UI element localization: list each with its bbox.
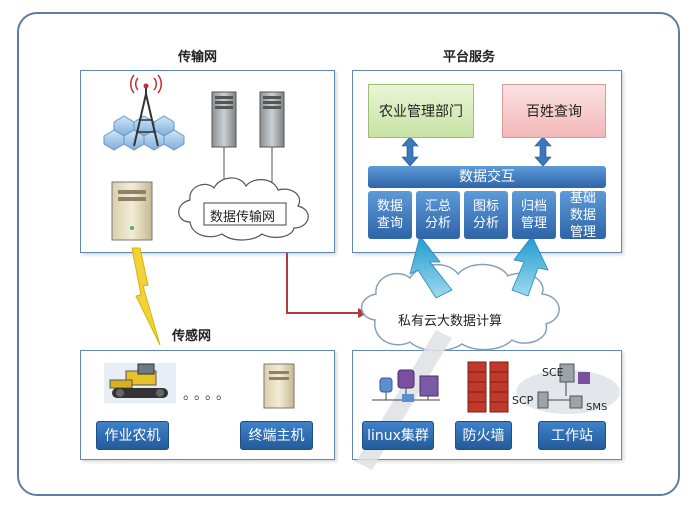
linux-cluster-label: linux集群 [362,421,434,450]
wireless-lightning-icon [131,247,161,346]
title-sensor: 传感网 [172,329,212,344]
sms-label: SMS [586,402,608,413]
title-platform: 平台服务 [443,50,496,65]
function-basic-data-management: 基础数据管理 [560,191,606,240]
double-arrow-right [534,136,552,167]
workstation-icon [516,363,620,414]
public-query-box: 百姓查询 [502,84,606,138]
function-data-query: 数据查询 [368,191,412,239]
transport-cloud-label: 数据传输网 [210,210,276,225]
terminal-host-label: 终端主机 [240,421,313,450]
agri-dept-box: 农业管理部门 [368,84,474,138]
private-cloud [360,263,560,352]
transport-to-cloud-arrow [286,253,358,314]
farm-machine-label: 作业农机 [96,421,169,450]
tractor-icon [104,363,176,403]
function-chart-analysis: 图标分析 [464,191,508,239]
terminal-host-icon [263,363,295,409]
double-arrow-left [401,136,419,167]
firewall-label: 防火墙 [455,421,512,450]
sce-label: SCE [542,366,564,379]
function-archive-management: 归档管理 [512,191,556,239]
server-icon [259,91,285,148]
scp-label: SCP [512,394,534,407]
private-cloud-label: 私有云大数据计算 [398,314,503,329]
cloud-to-platform-arrow-right [511,235,549,297]
firewall-icon [467,361,509,413]
linux-cluster-icon [372,369,440,402]
computer-tower-icon [111,181,153,241]
function-summary-analysis: 汇总分析 [416,191,460,239]
server-icon [211,91,237,148]
cloud-to-platform-arrow-left [409,235,453,299]
title-transport: 传输网 [178,50,218,65]
ellipsis-dots: 。。。。 [183,387,234,403]
workstation-label: 工作站 [538,421,606,450]
transport-cloud-label-box [203,202,287,226]
cell-tower-icon [103,74,185,151]
data-exchange-bar: 数据交互 [368,166,606,188]
